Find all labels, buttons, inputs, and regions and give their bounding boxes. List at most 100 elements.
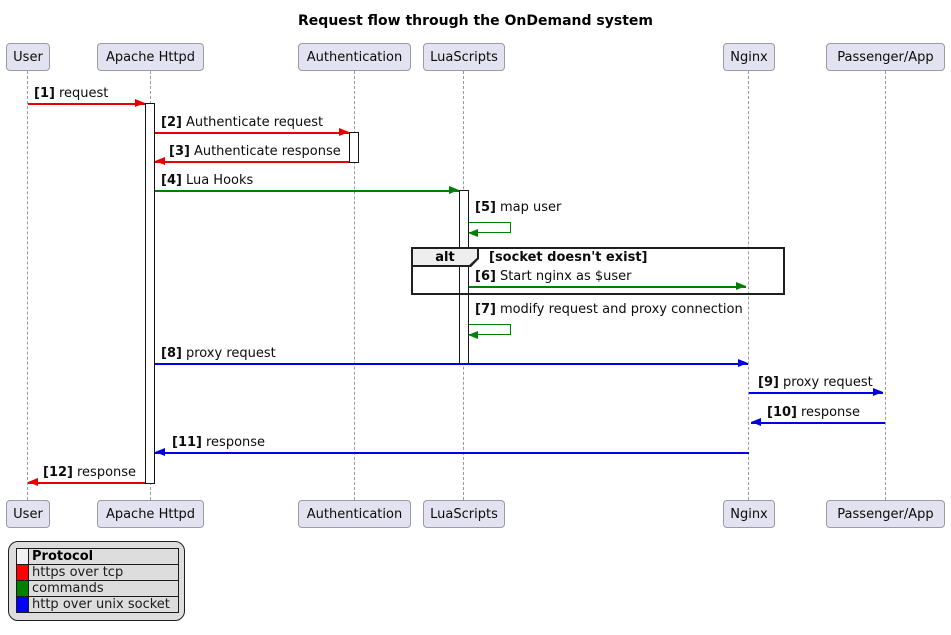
- participant-label: Apache Httpd: [105, 506, 196, 522]
- message-number: [1]: [34, 86, 55, 101]
- message-label: [7]modify request and proxy connection: [475, 302, 743, 317]
- message-8-proxy-request: [8]proxy request: [155, 346, 748, 367]
- message-number: [12]: [43, 465, 73, 480]
- arrow-line: [155, 132, 349, 134]
- message-number: [6]: [475, 269, 496, 284]
- participant-user-top: User: [6, 43, 50, 71]
- message-6-start-nginx: [6]Start nginx as $user: [469, 269, 746, 290]
- message-10-response: [10]response: [751, 405, 885, 426]
- message-number: [3]: [169, 144, 190, 159]
- participant-nginx-bottom: Nginx: [723, 500, 775, 528]
- message-text: Authenticate response: [193, 144, 341, 159]
- message-number: [10]: [767, 405, 797, 420]
- participant-label: Nginx: [730, 49, 768, 65]
- legend-row-label: http over unix socket: [28, 596, 179, 613]
- message-text: modify request and proxy connection: [499, 302, 743, 317]
- message-label: [1]request: [34, 86, 108, 101]
- arrow-line: [155, 452, 749, 454]
- message-number: [4]: [161, 173, 182, 188]
- arrowhead-right: [873, 388, 883, 396]
- legend-swatch-green: [16, 580, 29, 597]
- lifeline-user: [27, 71, 28, 500]
- legend-row-label: https over tcp: [28, 564, 179, 581]
- participant-authentication-top: Authentication: [298, 43, 411, 71]
- arrowhead-left: [751, 418, 761, 426]
- participant-luascripts-top: LuaScripts: [423, 43, 505, 71]
- arrow-line: [28, 103, 145, 105]
- lifeline-authentication: [354, 71, 355, 500]
- participant-label: Nginx: [730, 506, 768, 522]
- message-2-authenticate-request: [2]Authenticate request: [155, 115, 349, 136]
- participant-label: LuaScripts: [430, 49, 498, 65]
- participant-label: Authentication: [306, 49, 403, 65]
- message-number: [5]: [475, 200, 496, 215]
- participant-label: Passenger/App: [837, 506, 934, 522]
- message-label: [4]Lua Hooks: [161, 173, 253, 188]
- alt-fragment-condition: [socket doesn't exist]: [489, 250, 648, 265]
- participant-label: LuaScripts: [430, 506, 498, 522]
- message-label: [6]Start nginx as $user: [475, 269, 632, 284]
- message-3-authenticate-response: [3]Authenticate response: [155, 144, 349, 165]
- legend-row-commands: commands: [16, 580, 179, 597]
- message-number: [9]: [758, 375, 779, 390]
- message-label: [2]Authenticate request: [161, 115, 323, 130]
- participant-apache-httpd-bottom: Apache Httpd: [97, 500, 204, 528]
- message-text: proxy request: [185, 346, 276, 361]
- participant-label: Passenger/App: [837, 49, 934, 65]
- arrow-line: [155, 363, 748, 365]
- message-number: [2]: [161, 115, 182, 130]
- activation-bar-luascripts: [459, 190, 469, 365]
- legend-header-swatch-cell: [16, 548, 29, 565]
- message-4-lua-hooks: [4]Lua Hooks: [155, 173, 459, 194]
- arrowhead-left: [155, 448, 165, 456]
- arrow-line: [155, 190, 459, 192]
- lifeline-passenger-app: [885, 71, 886, 500]
- participant-authentication-bottom: Authentication: [298, 500, 411, 528]
- message-number: [7]: [475, 302, 496, 317]
- legend-row-https-over-tcp: https over tcp: [16, 564, 179, 581]
- participant-label: User: [13, 506, 43, 522]
- arrowhead-left: [155, 157, 165, 165]
- message-text: request: [58, 86, 109, 101]
- arrowhead-right: [738, 359, 748, 367]
- arrow-line: [469, 286, 746, 288]
- legend-swatch-red: [16, 564, 29, 581]
- participant-passenger-app-bottom: Passenger/App: [826, 500, 945, 528]
- arrow-line: [155, 161, 349, 163]
- activation-bar-apache-httpd: [145, 103, 155, 484]
- activation-bar-authentication: [349, 132, 359, 163]
- self-call-loop: [468, 222, 511, 237]
- arrow-line: [28, 482, 145, 484]
- legend-header-row: Protocol: [16, 548, 179, 565]
- alt-fragment: alt [socket doesn't exist]: [411, 247, 785, 295]
- message-text: Lua Hooks: [185, 173, 254, 188]
- legend-protocol: Protocol https over tcp commands http ov…: [8, 541, 185, 621]
- arrowhead-right: [736, 282, 746, 290]
- legend-header-label: Protocol: [28, 548, 179, 565]
- arrowhead-right: [339, 128, 349, 136]
- arrowhead-left: [28, 478, 38, 486]
- participant-passenger-app-top: Passenger/App: [826, 43, 945, 71]
- message-label: [12]response: [43, 465, 136, 480]
- arrowhead-right: [135, 99, 145, 107]
- participant-user-bottom: User: [6, 500, 50, 528]
- message-label: [10]response: [767, 405, 860, 420]
- message-11-response: [11]response: [155, 435, 749, 456]
- message-label: [8]proxy request: [161, 346, 276, 361]
- message-text: proxy request: [782, 375, 873, 390]
- arrowhead-left: [468, 229, 478, 237]
- legend-row-label: commands: [28, 580, 179, 597]
- participant-nginx-top: Nginx: [723, 43, 775, 71]
- message-text: response: [76, 465, 137, 480]
- arrowhead-right: [449, 186, 459, 194]
- alt-fragment-tab-label: alt: [413, 249, 477, 265]
- message-text: Start nginx as $user: [499, 269, 632, 284]
- legend-swatch-blue: [16, 596, 29, 613]
- lifeline-nginx: [748, 71, 749, 500]
- message-7-modify-request-self-call: [7]modify request and proxy connection: [468, 302, 769, 339]
- message-text: response: [205, 435, 266, 450]
- participant-label: Authentication: [306, 506, 403, 522]
- message-12-response: [12]response: [28, 465, 145, 486]
- message-text: Authenticate request: [185, 115, 324, 130]
